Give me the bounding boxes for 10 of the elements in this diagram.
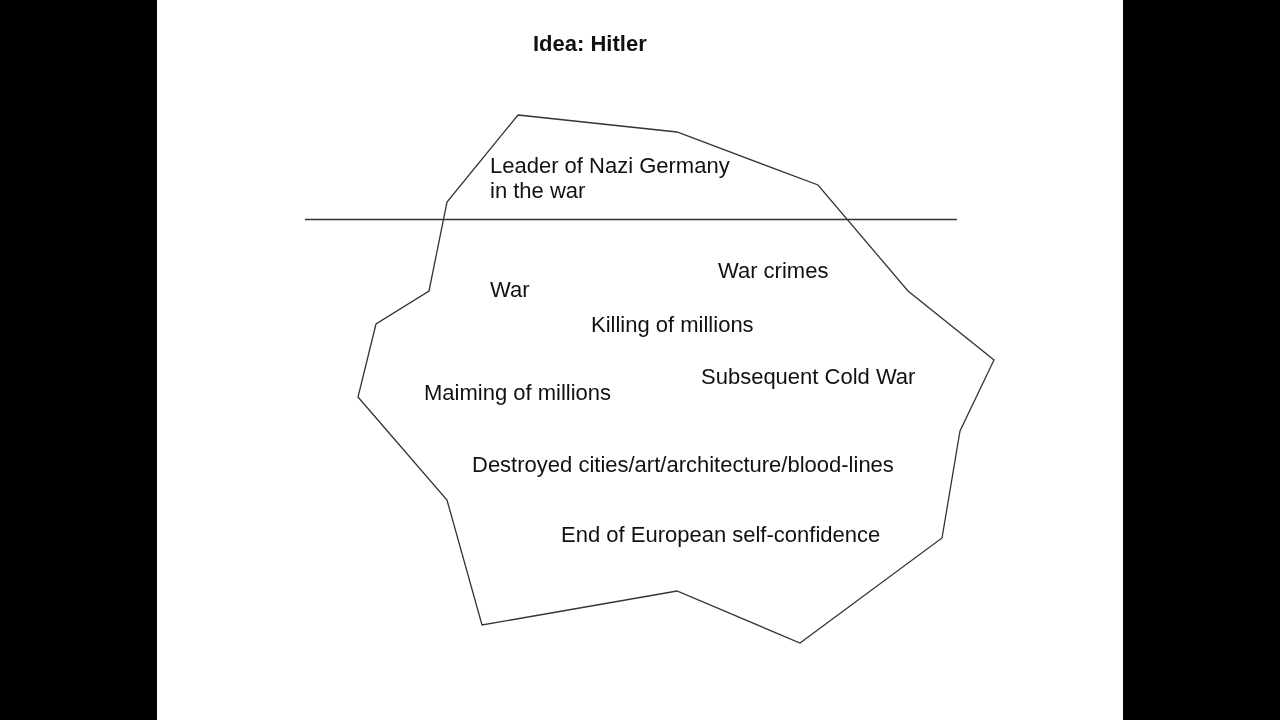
- iceberg-text: Maiming of millions: [424, 380, 612, 405]
- title: Idea: Hitler: [533, 31, 647, 56]
- iceberg-shape: [356, 113, 996, 645]
- iceberg-text: Killing of millions: [591, 312, 754, 337]
- iceberg-text: Destroyed cities/art/architecture/blood-lines: [472, 452, 894, 477]
- iceberg-text: War: [490, 277, 530, 302]
- iceberg-text: War crimes: [718, 258, 829, 283]
- iceberg-text: Subsequent Cold War: [701, 364, 916, 389]
- iceberg-tip-text: Leader of Nazi Germany in the war: [490, 153, 731, 203]
- iceberg-text: End of European self-confidence: [561, 522, 881, 547]
